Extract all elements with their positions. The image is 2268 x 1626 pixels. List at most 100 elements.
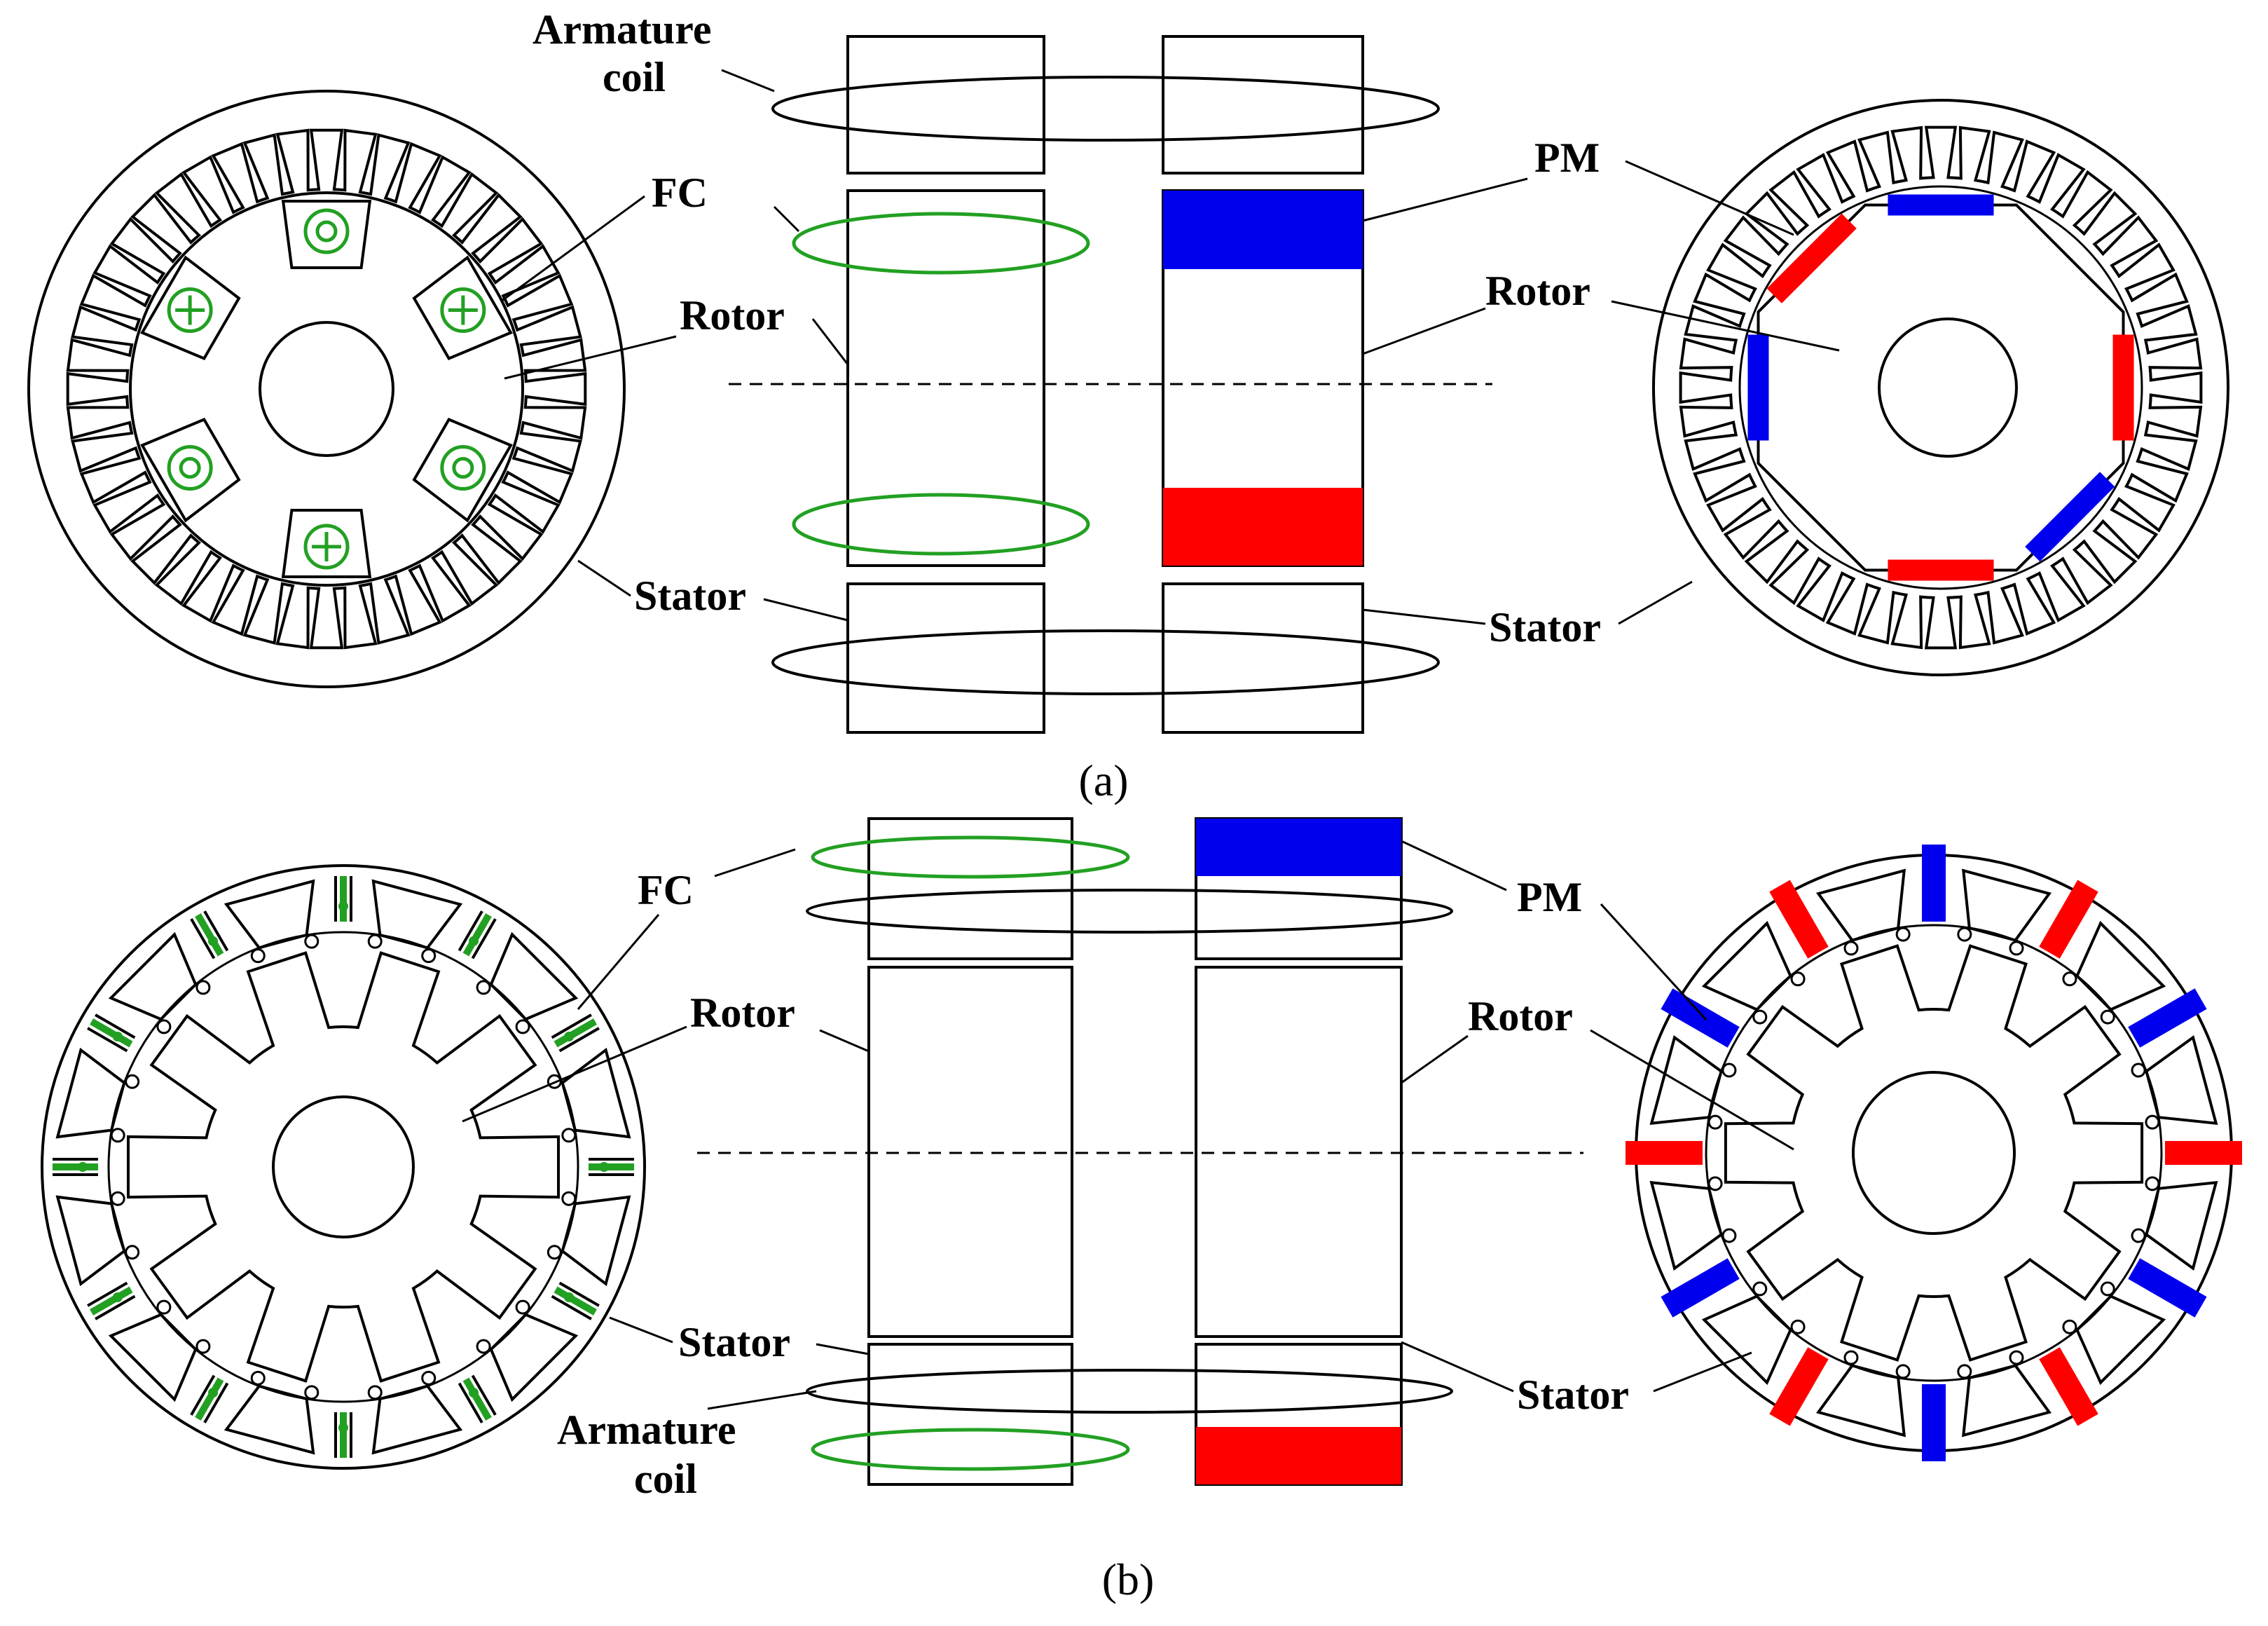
rotor-field-slot [281,200,372,269]
stator-slot [371,1384,463,1455]
field-coil [462,913,492,957]
armature-conductor [2145,1114,2160,1130]
field-coil [554,1018,597,1048]
armature-conductor [367,1385,383,1400]
caption-b: (b) [1102,1555,1155,1604]
b-pm-south-bar [1196,1427,1401,1484]
panel-a-linear-view [729,35,1492,734]
armature-conductor [250,1370,266,1386]
field-coil-symbol [440,287,486,333]
field-coil [90,1286,133,1316]
label-rotor-a-left: Rotor [680,292,785,339]
b-left-airgap-ring [107,931,579,1403]
armature-conductor [250,948,266,964]
a-right-stator-outer [1652,99,2229,676]
armature-conductor [561,1128,577,1143]
armature-conductor [2131,1228,2146,1243]
rotor-outer [129,191,524,587]
field-coil [195,1377,224,1421]
stator-slot [371,879,463,950]
armature-conductor [110,1128,125,1143]
armature-conductor [1721,1063,1737,1078]
armature-conductor [156,1299,172,1315]
permanent-magnet [2039,880,2098,959]
label-pm-a: PM [1534,135,1600,181]
b-left-armature-conductors [110,934,577,1400]
a-right-permanent-magnets [1747,194,2134,581]
a-right-col-top-stator [1162,35,1364,175]
armature-conductor [1752,1281,1768,1297]
permanent-magnet [1769,880,1829,959]
stator-slot [224,1384,315,1455]
armature-conductor [1790,1319,1806,1334]
armature-conductor [1895,1364,1911,1379]
stator-slot [55,1047,126,1139]
panel-b-linear-view [697,817,1583,1486]
armature-conductor [2100,1009,2115,1025]
b-right-permanent-magnets [1626,845,2242,1461]
a-field-coil-bottom [792,493,1090,556]
armature-conductor [2009,1350,2024,1365]
field-coil [462,1377,492,1421]
panel-b-right-cross-section [1626,845,2242,1461]
stator-slot [561,1047,631,1139]
panel-b-left-cross-section [41,864,646,1470]
panel-a-right-cross-section [1652,99,2229,676]
armature-conductor [2131,1063,2146,1078]
a-left-shaft [259,321,394,457]
armature-conductor [515,1019,530,1034]
field-coil-dot [469,1388,479,1398]
label-rotor-a-right: Rotor [1485,268,1590,314]
stator-slot-profile [66,128,587,650]
armature-conductor [1843,1350,1859,1365]
b-left-rotor [127,951,560,1383]
permanent-magnet [1769,1347,1829,1426]
field-coil-dot [112,1292,123,1302]
b-left-col-bottom [867,1343,1073,1486]
b-pm-north-bar [1196,819,1401,876]
field-coil-symbol [303,208,350,254]
a-pm-north-bar [1163,191,1363,269]
label-fc-a: FC [652,170,708,216]
a-field-coil-top [792,212,1090,275]
a-right-shaft [1878,317,2018,458]
label-rotor-b-left: Rotor [690,990,795,1036]
armature-conductor [1957,1364,1972,1379]
armature-conductor [1752,1009,1768,1025]
permanent-magnet [1661,1258,1740,1318]
armature-conductor [2100,1281,2115,1297]
stator-slot [2075,920,2166,1011]
armature-conductor [476,980,491,995]
armature-conductor [515,1299,530,1315]
armature-conductor [367,934,383,949]
field-coil [90,1018,133,1048]
field-coil-dot [315,220,338,242]
armature-conductor [2062,971,2077,987]
armature-conductor [125,1245,140,1260]
field-coil-dot [469,936,479,946]
rotor-field-slot [140,417,241,523]
armature-conductor [304,1385,319,1400]
label-stator-a-left: Stator [634,573,746,619]
label-pm-b: PM [1517,874,1582,920]
field-coil [195,913,224,957]
rotor-profile [127,951,560,1383]
field-coil-dot [78,1162,88,1172]
label-rotor-b-right: Rotor [1468,993,1573,1039]
stator-slot [108,931,198,1021]
permanent-magnet [2128,1258,2207,1318]
stator-slot [561,1195,631,1287]
field-coil-symbol [167,287,213,333]
label-stator-a-right: Stator [1489,604,1601,650]
permanent-magnet [2128,988,2207,1048]
stator-slot [108,1313,198,1402]
a-right-col-bottom-stator [1162,582,1364,734]
armature-conductor [1790,971,1806,987]
armature-conductor [110,1191,125,1206]
field-coil-symbol [303,524,350,570]
b-right-rotor [1724,944,2144,1362]
stator-slot [489,931,579,1021]
panel-a-labels: Armature coil FC Rotor Stator PM Rotor S… [500,6,1840,805]
label-armature-coil-b-2: coil [634,1456,697,1502]
